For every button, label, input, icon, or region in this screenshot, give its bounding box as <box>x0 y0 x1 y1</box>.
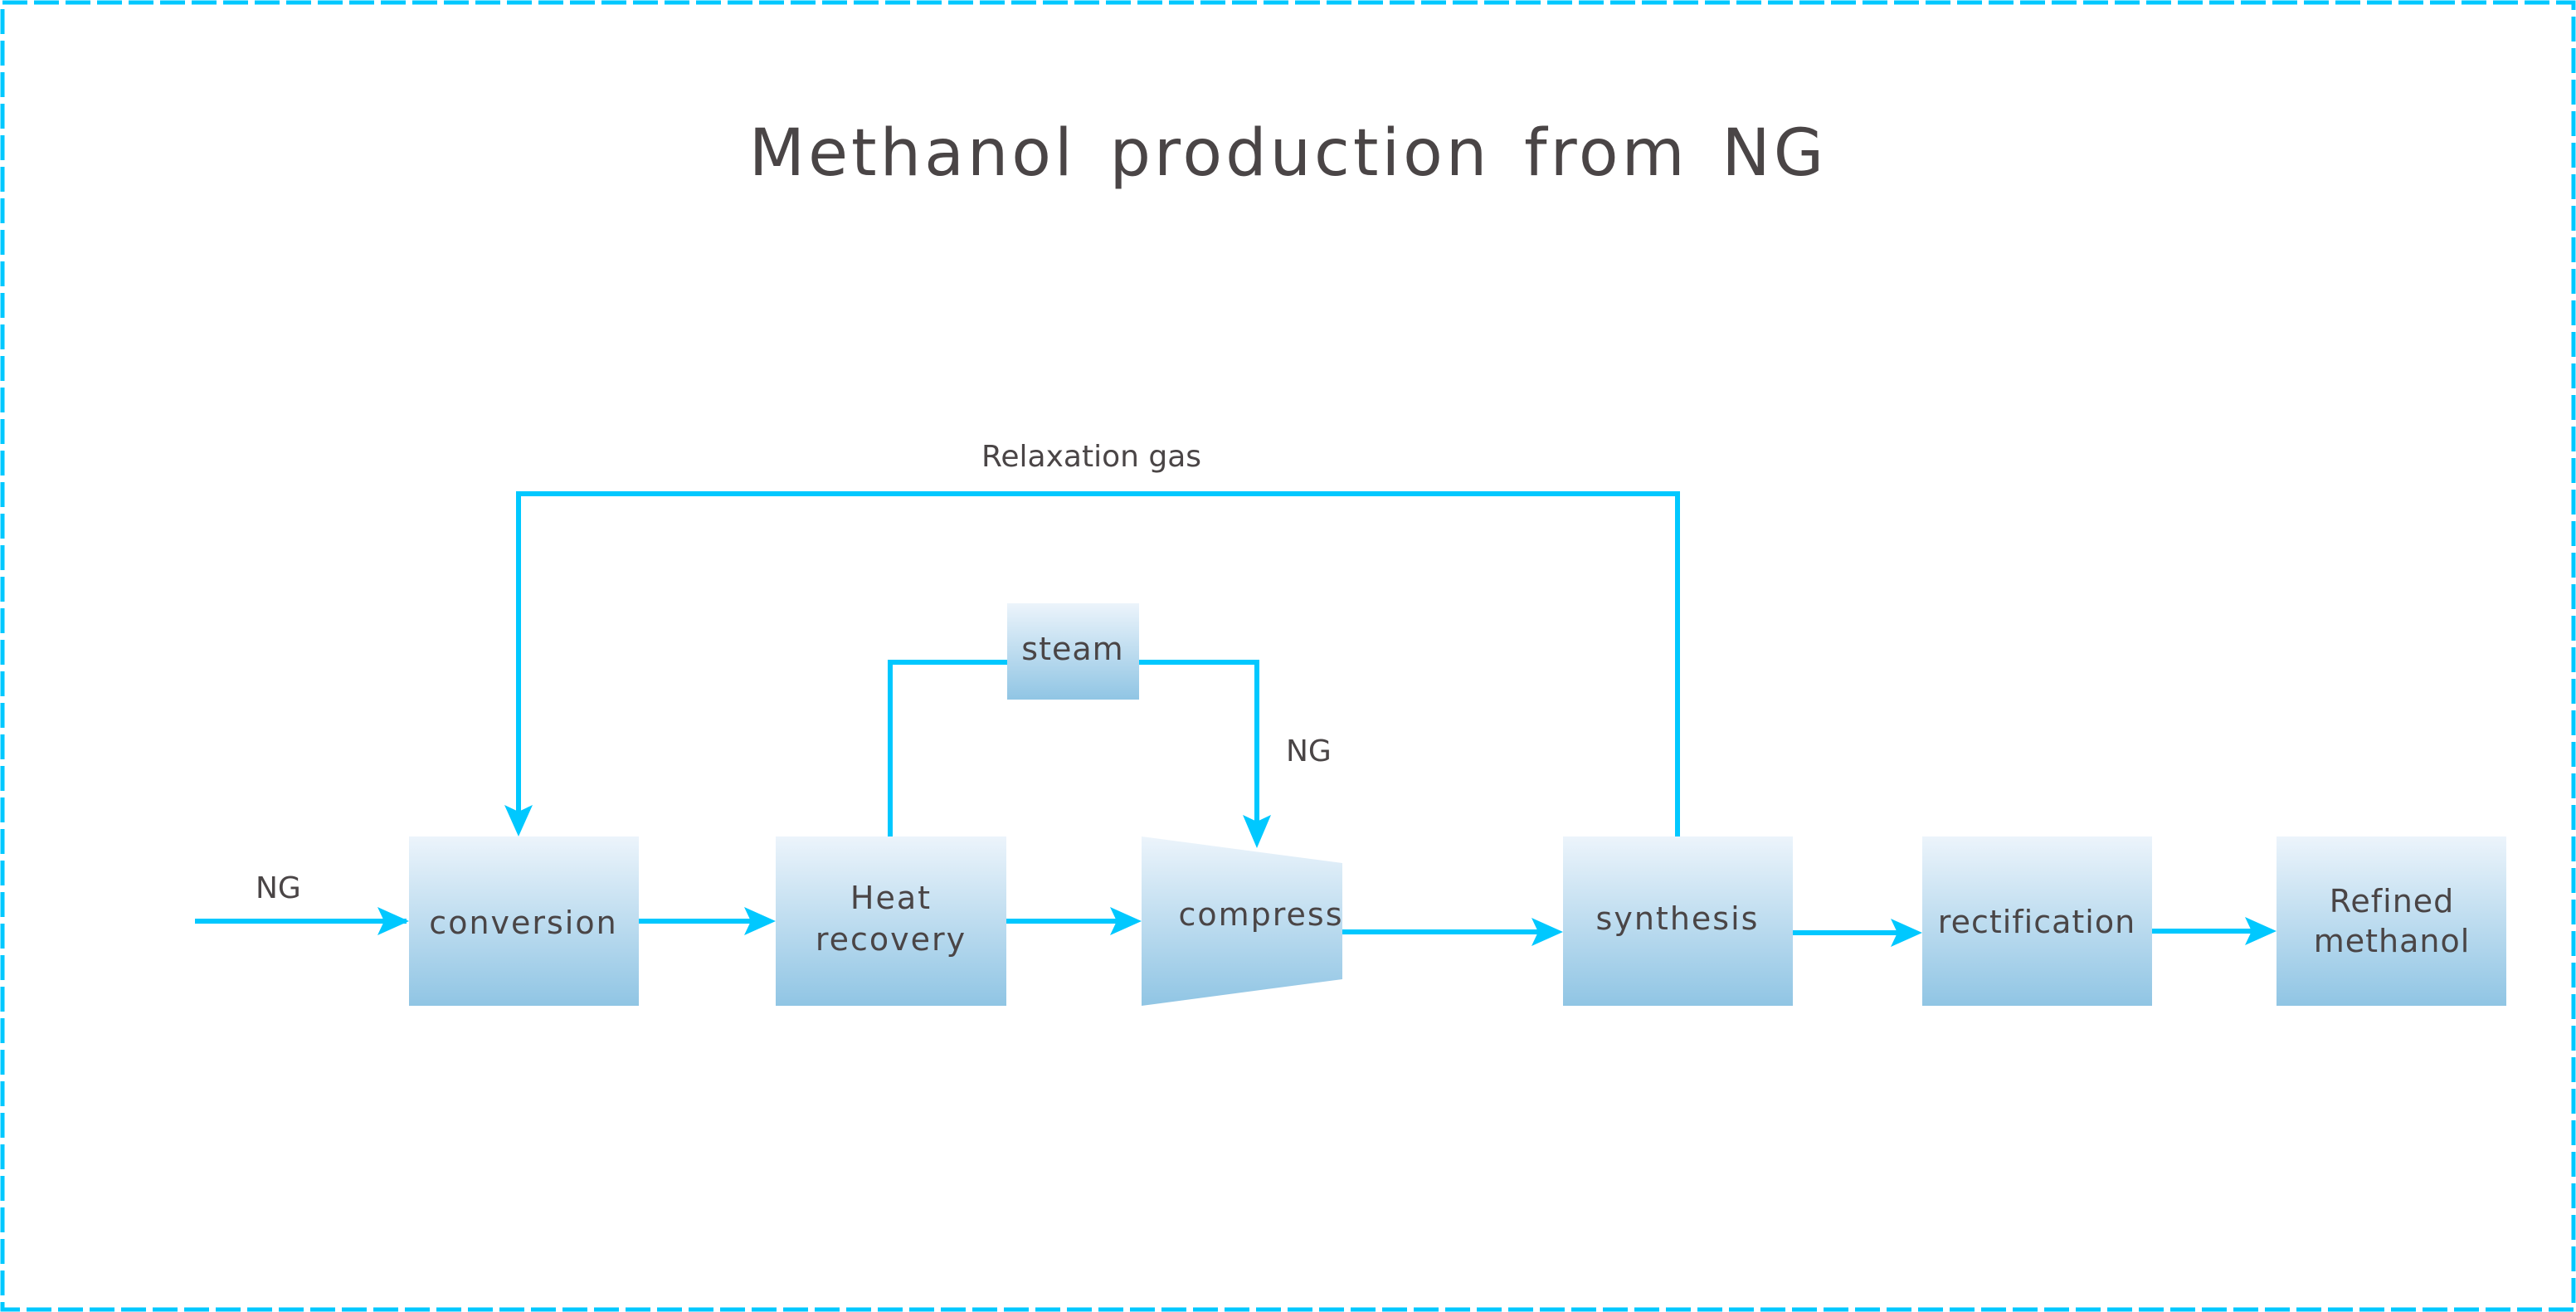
edge-relaxation-gas-loop <box>516 491 1680 836</box>
node-rectification-label: rectification <box>1938 904 2135 940</box>
node-conversion-label: conversion <box>429 905 617 941</box>
edge-heat-recovery-to-steam <box>888 660 1007 836</box>
node-conversion: conversion <box>409 836 639 1006</box>
arrowhead-rectification-to-refined <box>2245 917 2277 945</box>
node-heat-recovery-label-line2: recovery <box>816 921 967 958</box>
node-compress-label: compress <box>1178 896 1343 933</box>
arrowhead-steam-to-compress <box>1243 815 1271 848</box>
ng-compress-label: NG <box>1286 734 1332 768</box>
arrowhead-conversion-to-heat-recovery <box>744 907 776 935</box>
node-steam-label: steam <box>1021 631 1123 667</box>
arrowhead-heat-recovery-to-compress <box>1110 907 1142 935</box>
arrowhead-relaxation-gas <box>504 805 533 836</box>
node-compress: compress <box>1142 836 1343 1006</box>
ng-input-label: NG <box>256 871 301 905</box>
arrowhead-ng-to-conversion <box>377 907 409 935</box>
node-refined-methanol-label-line1: Refined <box>2330 883 2455 919</box>
diagram-title: Methanol production from NG <box>748 116 1828 191</box>
node-refined-methanol-label-line2: methanol <box>2314 923 2471 959</box>
relaxation-gas-label: Relaxation gas <box>981 440 1202 474</box>
node-synthesis: synthesis <box>1563 836 1793 1006</box>
arrowhead-synthesis-to-rectification <box>1891 919 1922 947</box>
node-steam: steam <box>1007 603 1139 700</box>
arrowhead-compress-to-synthesis <box>1531 918 1563 946</box>
node-heat-recovery: Heat recovery <box>776 836 1006 1006</box>
edge-steam-to-compress <box>1139 660 1259 822</box>
node-synthesis-label: synthesis <box>1596 900 1760 937</box>
node-rectification: rectification <box>1922 836 2152 1006</box>
node-refined-methanol: Refined methanol <box>2277 836 2506 1006</box>
node-heat-recovery-label-line1: Heat <box>850 880 932 916</box>
